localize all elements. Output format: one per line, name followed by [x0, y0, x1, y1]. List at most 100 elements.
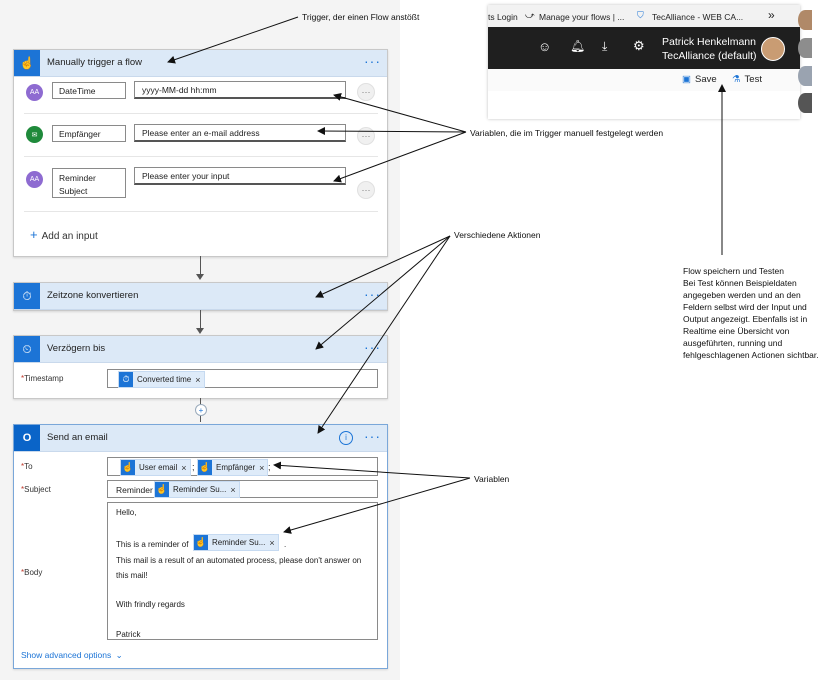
user-email-token[interactable]: ☝ User email × — [120, 459, 191, 476]
flow-connector — [200, 256, 201, 276]
browser-tab[interactable]: Manage your flows | ... — [539, 12, 625, 22]
bell-icon[interactable]: 🔔︎ — [570, 39, 586, 53]
annotation-save-test: Flow speichern und Testen Bei Test könne… — [683, 265, 819, 361]
required-marker: * — [21, 462, 25, 471]
side-avatar — [798, 10, 812, 30]
annotation-line: fehlgeschlagenen Actionen sichtbar. — [683, 350, 819, 360]
annotation-variables: Variablen — [474, 474, 510, 484]
to-label-text: To — [24, 462, 33, 471]
input-value-empfaenger[interactable]: Please enter an e-mail address — [134, 124, 346, 142]
convert-card-header[interactable]: ⏱ Zeitzone konvertieren ··· — [14, 283, 387, 310]
input-menu-button[interactable]: ··· — [357, 181, 375, 199]
test-button[interactable]: ⚗Test — [732, 74, 762, 85]
body-line: this mail! — [116, 571, 148, 580]
subject-field[interactable]: Reminder ☝ Reminder Su... × — [107, 480, 378, 498]
annotation-line: Feldern selbst wird der Input und — [683, 302, 807, 312]
body-line: Patrick — [116, 630, 141, 639]
divider — [24, 211, 378, 212]
more-options-icon[interactable]: ··· — [364, 339, 381, 355]
insert-step-icon[interactable]: + — [195, 404, 207, 416]
manual-trigger-icon: ☝ — [14, 50, 40, 76]
input-label-empfaenger[interactable]: Empfänger — [52, 125, 126, 142]
reminder-subject-token[interactable]: ☝ Reminder Su... × — [154, 481, 240, 498]
download-icon[interactable]: ⤓ — [602, 39, 608, 53]
save-button[interactable]: ▣Save — [682, 74, 717, 85]
show-advanced-options-link[interactable]: Show advanced options ⌄ — [21, 650, 123, 661]
text-type-icon: AA — [26, 84, 43, 101]
browser-tab[interactable]: ts Login — [488, 12, 518, 22]
convert-timezone-card[interactable]: ⏱ Zeitzone konvertieren ··· — [13, 282, 388, 311]
annotation-line: angegeben werden und an den — [683, 290, 801, 300]
annotation-line: Bei Test können Beispieldaten — [683, 278, 797, 288]
input-value-reminder-subject[interactable]: Please enter your input — [134, 167, 346, 185]
trigger-card: ☝ Manually trigger a flow ··· AA DateTim… — [13, 49, 388, 257]
to-label: *To — [21, 462, 33, 471]
input-label-datetime[interactable]: DateTime — [52, 82, 126, 99]
timer-icon: ⏲ — [14, 336, 40, 362]
browser-tab-strip: ts Login ⤻ Manage your flows | ... ⛉ Tec… — [488, 5, 800, 27]
empfaenger-token[interactable]: ☝ Empfänger × — [197, 459, 269, 476]
delay-until-card: ⏲ Verzögern bis ··· *Timestamp ⏱ Convert… — [13, 335, 388, 399]
annotation-actions: Verschiedene Aktionen — [454, 230, 541, 240]
body-label-text: Body — [24, 568, 43, 577]
smiley-icon[interactable]: ☺ — [538, 39, 552, 54]
body-period: . — [284, 540, 287, 549]
email-type-icon: ✉ — [26, 126, 43, 143]
annotation-line: Realtime eine Übersicht von — [683, 326, 790, 336]
divider — [24, 113, 378, 114]
required-marker: * — [21, 374, 25, 383]
flow-tab-icon: ⤻ — [525, 10, 535, 20]
delay-card-header[interactable]: ⏲ Verzögern bis ··· — [14, 336, 387, 363]
connector-arrow-icon — [196, 328, 204, 334]
avatar[interactable] — [761, 37, 785, 61]
save-icon: ▣ — [682, 74, 691, 85]
body-field[interactable]: Hello, This is a reminder of ☝ Reminder … — [107, 502, 378, 640]
browser-tab[interactable]: TecAlliance - WEB CA... — [652, 12, 744, 22]
side-avatar — [798, 38, 812, 58]
reminder-subject-token[interactable]: ☝ Reminder Su... × — [193, 534, 279, 551]
add-input-button[interactable]: +Add an input — [30, 227, 98, 242]
timestamp-field[interactable]: ⏱ Converted time × — [107, 369, 378, 388]
converted-time-token[interactable]: ⏱ Converted time × — [118, 371, 205, 388]
shield-icon: ⛉ — [637, 10, 644, 20]
info-icon[interactable]: i — [339, 431, 353, 445]
tab-overflow-icon[interactable]: » — [768, 8, 775, 22]
remove-token-icon[interactable]: × — [181, 462, 187, 473]
plus-icon: + — [30, 227, 38, 242]
delay-card-title: Verzögern bis — [47, 343, 106, 354]
subject-label: *Subject — [21, 485, 51, 494]
add-input-label: Add an input — [41, 231, 98, 242]
email-card-header[interactable]: O Send an email i ··· — [14, 425, 387, 452]
manual-trigger-icon: ☝ — [198, 460, 212, 475]
side-avatar — [798, 93, 812, 113]
input-menu-button[interactable]: ··· — [357, 127, 375, 145]
more-options-icon[interactable]: ··· — [364, 53, 381, 69]
more-options-icon[interactable]: ··· — [364, 428, 381, 444]
remove-token-icon[interactable]: × — [195, 374, 201, 385]
show-advanced-label: Show advanced options — [21, 650, 112, 660]
input-menu-button[interactable]: ··· — [357, 83, 375, 101]
separator: ; — [192, 462, 195, 472]
trigger-card-header[interactable]: ☝ Manually trigger a flow ··· — [14, 50, 387, 77]
gear-icon[interactable]: ⚙ — [633, 38, 645, 53]
remove-token-icon[interactable]: × — [230, 484, 236, 495]
timestamp-label: *Timestamp — [21, 374, 63, 383]
convert-card-title: Zeitzone konvertieren — [47, 290, 139, 301]
input-value-datetime[interactable]: yyyy-MM-dd hh:mm — [134, 81, 346, 99]
separator: ; — [268, 462, 271, 472]
token-label: Empfänger — [216, 463, 256, 472]
remove-token-icon[interactable]: × — [269, 537, 275, 548]
flow-connector — [200, 310, 201, 330]
more-options-icon[interactable]: ··· — [364, 286, 381, 302]
body-label: *Body — [21, 568, 42, 577]
manual-trigger-icon: ☝ — [194, 535, 208, 550]
input-label-reminder-subject[interactable]: Reminder Subject — [52, 168, 126, 198]
manual-trigger-icon: ☝ — [155, 482, 169, 497]
to-field[interactable]: ☝ User email × ; ☝ Empfänger × ; — [107, 457, 378, 476]
input-label-line: Reminder — [59, 173, 96, 183]
remove-token-icon[interactable]: × — [259, 462, 265, 473]
side-avatar — [798, 66, 812, 86]
clock-icon: ⏱ — [119, 372, 133, 387]
body-line: Hello, — [116, 508, 137, 517]
annotation-line: Output angezeigt. Ebenfalls ist in — [683, 314, 808, 324]
